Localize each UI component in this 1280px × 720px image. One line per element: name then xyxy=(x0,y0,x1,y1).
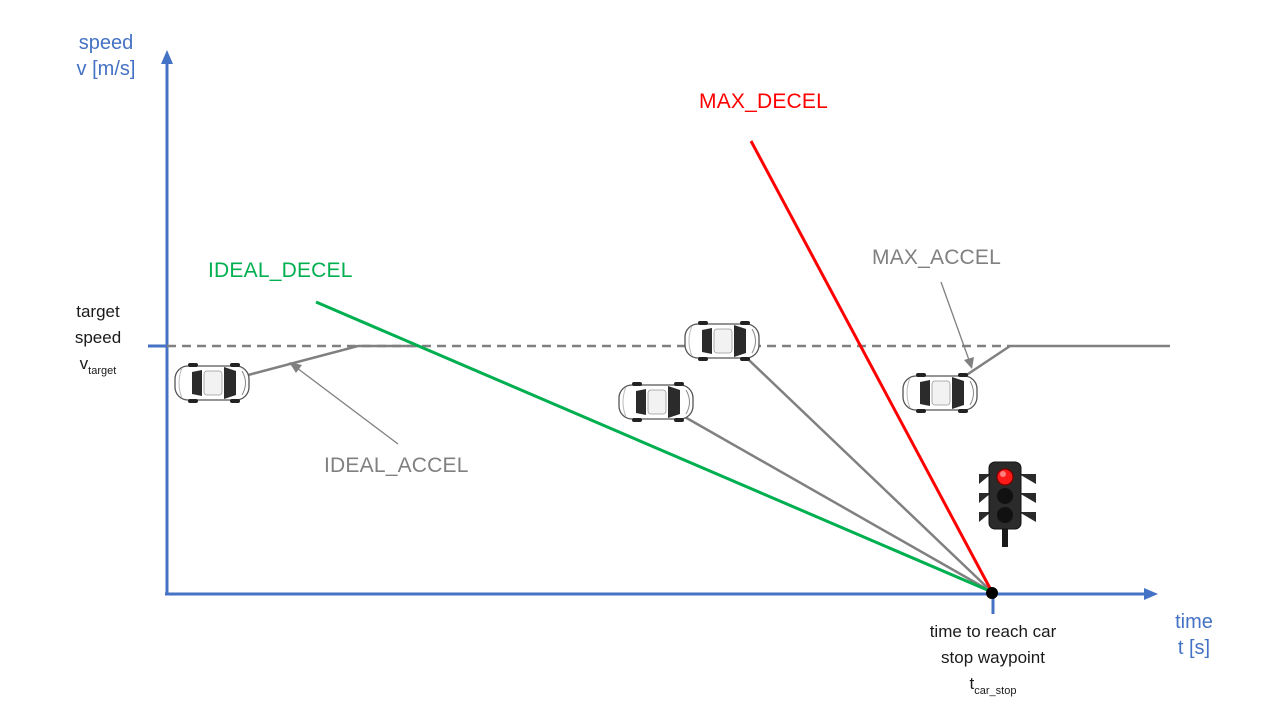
max-accel-pointer xyxy=(940,281,970,361)
x-axis-label-line2: t [s] xyxy=(1177,637,1211,659)
car-icon xyxy=(174,362,250,404)
y-axis-label: speed v [m/s] xyxy=(77,30,136,82)
stop-time-symbol: tcar_stop xyxy=(969,674,1017,697)
x-axis-label-line1: time xyxy=(1175,611,1213,633)
y-axis-label-line2: v [m/s] xyxy=(76,58,136,80)
profile-line-top-car xyxy=(729,341,993,593)
profile-line-center-car xyxy=(661,402,993,594)
target-speed-symbol: vtarget xyxy=(79,354,117,377)
max-decel-line xyxy=(749,140,994,593)
stop-time-label: time to reach car stop waypoint tcar_sto… xyxy=(930,619,1057,699)
ideal-decel-label: IDEAL_DECEL xyxy=(208,259,353,282)
x-axis-arrowhead xyxy=(1144,588,1158,600)
target-speed-subscript: target xyxy=(88,365,117,377)
max-accel-pointer-arrowhead xyxy=(964,357,974,369)
x-axis-label: time t [s] xyxy=(1175,609,1213,661)
stop-time-subscript: car_stop xyxy=(974,685,1017,697)
ideal-accel-label: IDEAL_ACCEL xyxy=(324,454,469,477)
ideal-accel-pointer xyxy=(296,367,399,445)
target-speed-label: target speed vtarget xyxy=(75,299,121,379)
stop-point xyxy=(986,587,998,599)
y-axis-arrowhead xyxy=(161,50,173,64)
target-speed-label-line1: target xyxy=(76,302,120,321)
max-decel-label: MAX_DECEL xyxy=(699,90,829,113)
traffic-light-icon xyxy=(979,461,1036,547)
stop-time-label-line2: stop waypoint xyxy=(941,648,1045,667)
car-icon xyxy=(684,320,760,362)
ideal-accel-pointer-arrowhead xyxy=(289,362,302,373)
ideal-accel-profile xyxy=(213,344,418,386)
stop-time-label-line1: time to reach car xyxy=(929,622,1057,641)
car-icon xyxy=(618,381,694,423)
car-icon xyxy=(902,372,978,414)
y-axis-label-line1: speed xyxy=(78,32,134,54)
ideal-decel-line xyxy=(315,300,993,594)
target-speed-label-line2: speed xyxy=(74,328,122,347)
max-accel-label: MAX_ACCEL xyxy=(872,246,1002,269)
